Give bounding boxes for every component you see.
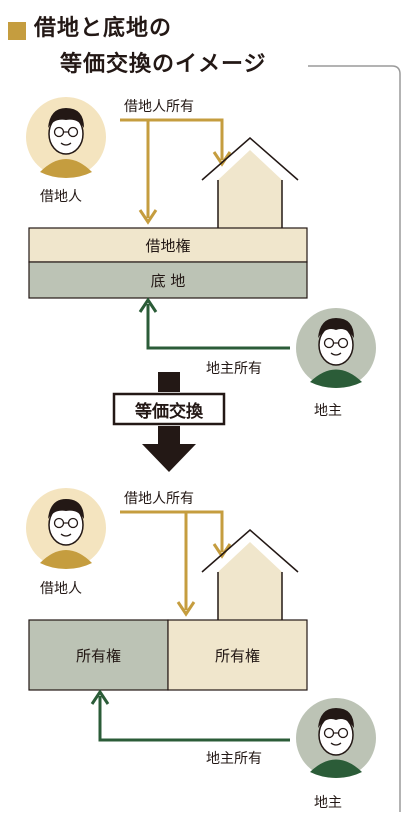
tenant-avatar-top	[26, 97, 106, 178]
title-line-1: 借地と底地の	[34, 16, 173, 41]
owner-block-bg	[28, 619, 169, 691]
tenant-ownership-arrow-house-bottom	[120, 510, 224, 552]
arrowhead	[212, 151, 232, 167]
land-block-label: 底 地	[150, 271, 186, 290]
arrowhead	[138, 209, 158, 225]
owner-ownership-arrow-top	[146, 304, 290, 350]
arrowhead	[212, 543, 232, 559]
tenant-freehold-label: 所有権	[214, 646, 260, 665]
exchange-arrow	[112, 372, 226, 472]
tenant-ownership-label-top: 借地人所有	[124, 99, 194, 115]
owner-caption-bottom: 地主	[314, 795, 342, 811]
leasehold-block-label: 借地権	[145, 236, 191, 255]
title-line-2: 等価交換のイメージ	[60, 52, 267, 77]
owner-avatar-top	[296, 308, 376, 388]
tenant-caption-bottom: 借地人	[40, 581, 82, 597]
arrowhead	[138, 297, 158, 313]
tenant-ownership-arrow-house	[120, 118, 224, 160]
owner-ownership-arrow-bottom	[98, 696, 290, 742]
owner-avatar-bottom	[296, 698, 376, 778]
tenant-avatar-bottom	[26, 488, 106, 569]
house-icon-top	[201, 137, 299, 228]
owner-ownership-label-bottom: 地主所有	[206, 751, 262, 767]
house-icon-bottom	[201, 529, 299, 620]
land-block-bg	[28, 261, 308, 299]
frame-line	[308, 65, 401, 812]
tenant-ownership-label-bottom: 借地人所有	[124, 491, 194, 507]
arrowhead	[176, 601, 196, 617]
owner-caption-top: 地主	[314, 403, 342, 419]
owner-ownership-label-top: 地主所有	[206, 361, 262, 377]
tenant-caption-top: 借地人	[40, 189, 82, 205]
owner-freehold-label: 所有権	[75, 646, 121, 665]
tenant-block-bg	[167, 619, 308, 691]
arrowhead	[90, 689, 110, 705]
exchange-label: 等価交換	[135, 401, 203, 422]
title-bullet	[8, 22, 26, 40]
leasehold-block-bg	[28, 227, 308, 263]
